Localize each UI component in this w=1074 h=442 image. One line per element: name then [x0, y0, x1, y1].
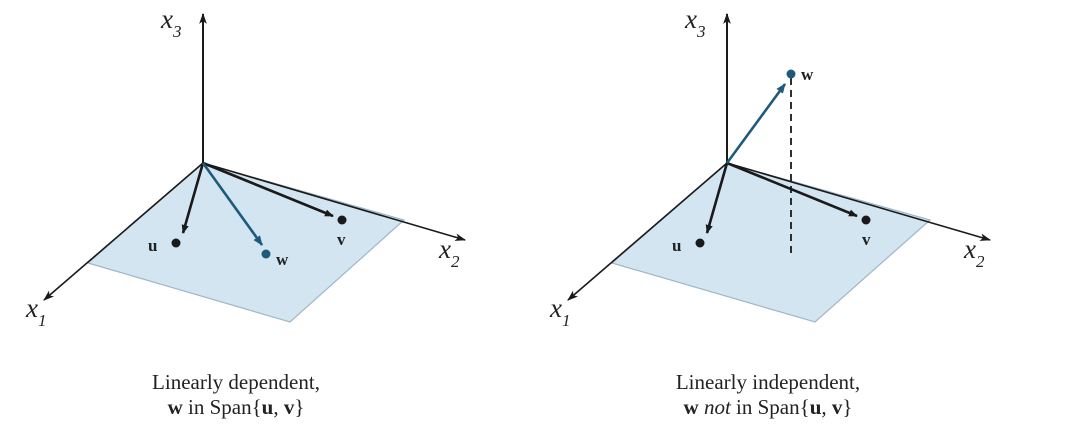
label-u-left: u	[148, 236, 157, 255]
vector-v-right	[726, 161, 858, 218]
label-w-left: w	[276, 250, 289, 269]
caption-left-line1: Linearly dependent,	[152, 370, 320, 394]
axis-x2-left	[202, 162, 467, 241]
axis-label-x3-left: x3	[160, 4, 181, 41]
caption-right: Linearly independent, w not in Span{u, v…	[588, 370, 948, 420]
axis-label-x2-left: x2	[438, 234, 460, 271]
axis-label-x3-right: x3	[684, 4, 705, 41]
axis-x1-right	[567, 162, 728, 301]
caption-right-line1: Linearly independent,	[675, 370, 861, 394]
vector-w-right	[725, 83, 787, 164]
axis-label-x1-left: x1	[25, 293, 46, 330]
vector-w-left	[201, 162, 264, 246]
vector-v-left	[202, 161, 334, 218]
point-w-left	[261, 249, 271, 259]
caption-right-line2: w not in Span{u, v}	[683, 395, 853, 419]
label-u-right: u	[672, 236, 681, 255]
point-v-left	[337, 215, 347, 225]
point-v-right	[861, 215, 871, 225]
vector-u-left	[181, 162, 205, 234]
point-u-right	[695, 238, 705, 248]
label-v-left: v	[337, 230, 346, 249]
panel-left: u v w x3 x1 x2	[25, 4, 467, 330]
plane-left	[86, 162, 406, 323]
caption-left-line2: w in Span{u, v}	[167, 395, 305, 419]
axis-x2-right	[726, 162, 992, 241]
panel-right: u v w x3 x1 x2	[549, 4, 992, 330]
vector-u-right	[705, 162, 729, 234]
axis-x1-left	[43, 162, 204, 301]
axis-label-x2-right: x2	[963, 234, 985, 271]
point-w-right	[786, 69, 796, 79]
label-v-right: v	[862, 230, 871, 249]
caption-left: Linearly dependent, w in Span{u, v}	[56, 370, 416, 420]
axis-label-x1-right: x1	[549, 293, 570, 330]
plane-right	[610, 162, 932, 323]
label-w-right: w	[801, 65, 814, 84]
point-u-left	[171, 238, 181, 248]
